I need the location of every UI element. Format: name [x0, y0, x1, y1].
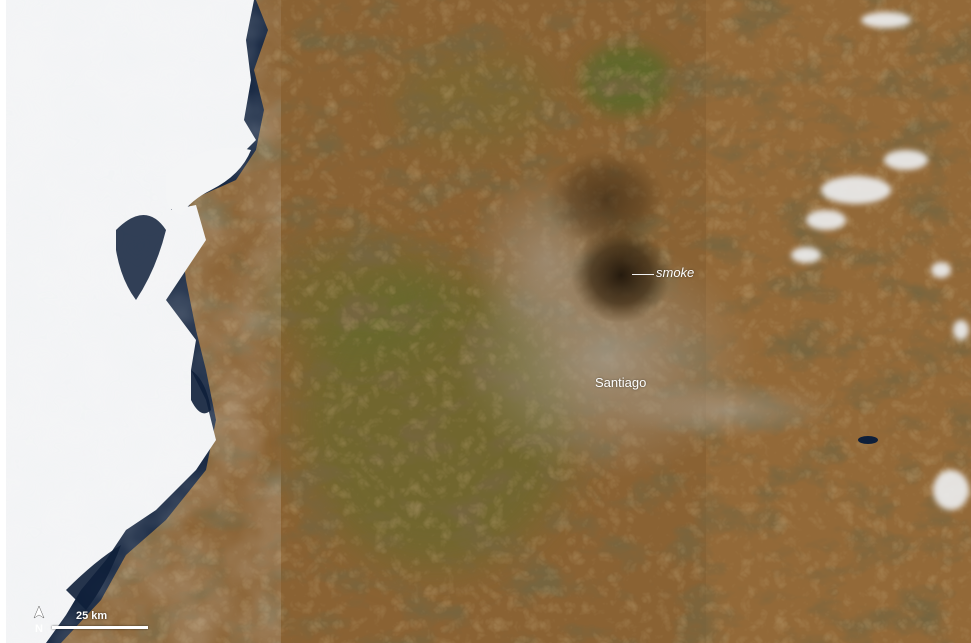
santiago-label: Santiago — [595, 375, 647, 390]
smoke-label: smoke — [656, 265, 695, 280]
north-symbol: N — [35, 623, 43, 635]
smoke-leader-line — [632, 274, 654, 275]
scale-line — [52, 626, 148, 629]
satellite-scene: smoke Santiago N 25 km — [6, 0, 971, 643]
satellite-terrain-image — [6, 0, 971, 643]
north-arrow-icon: N — [33, 605, 45, 635]
scale-bar: N 25 km — [28, 604, 158, 638]
scale-text: 25 km — [76, 610, 108, 622]
